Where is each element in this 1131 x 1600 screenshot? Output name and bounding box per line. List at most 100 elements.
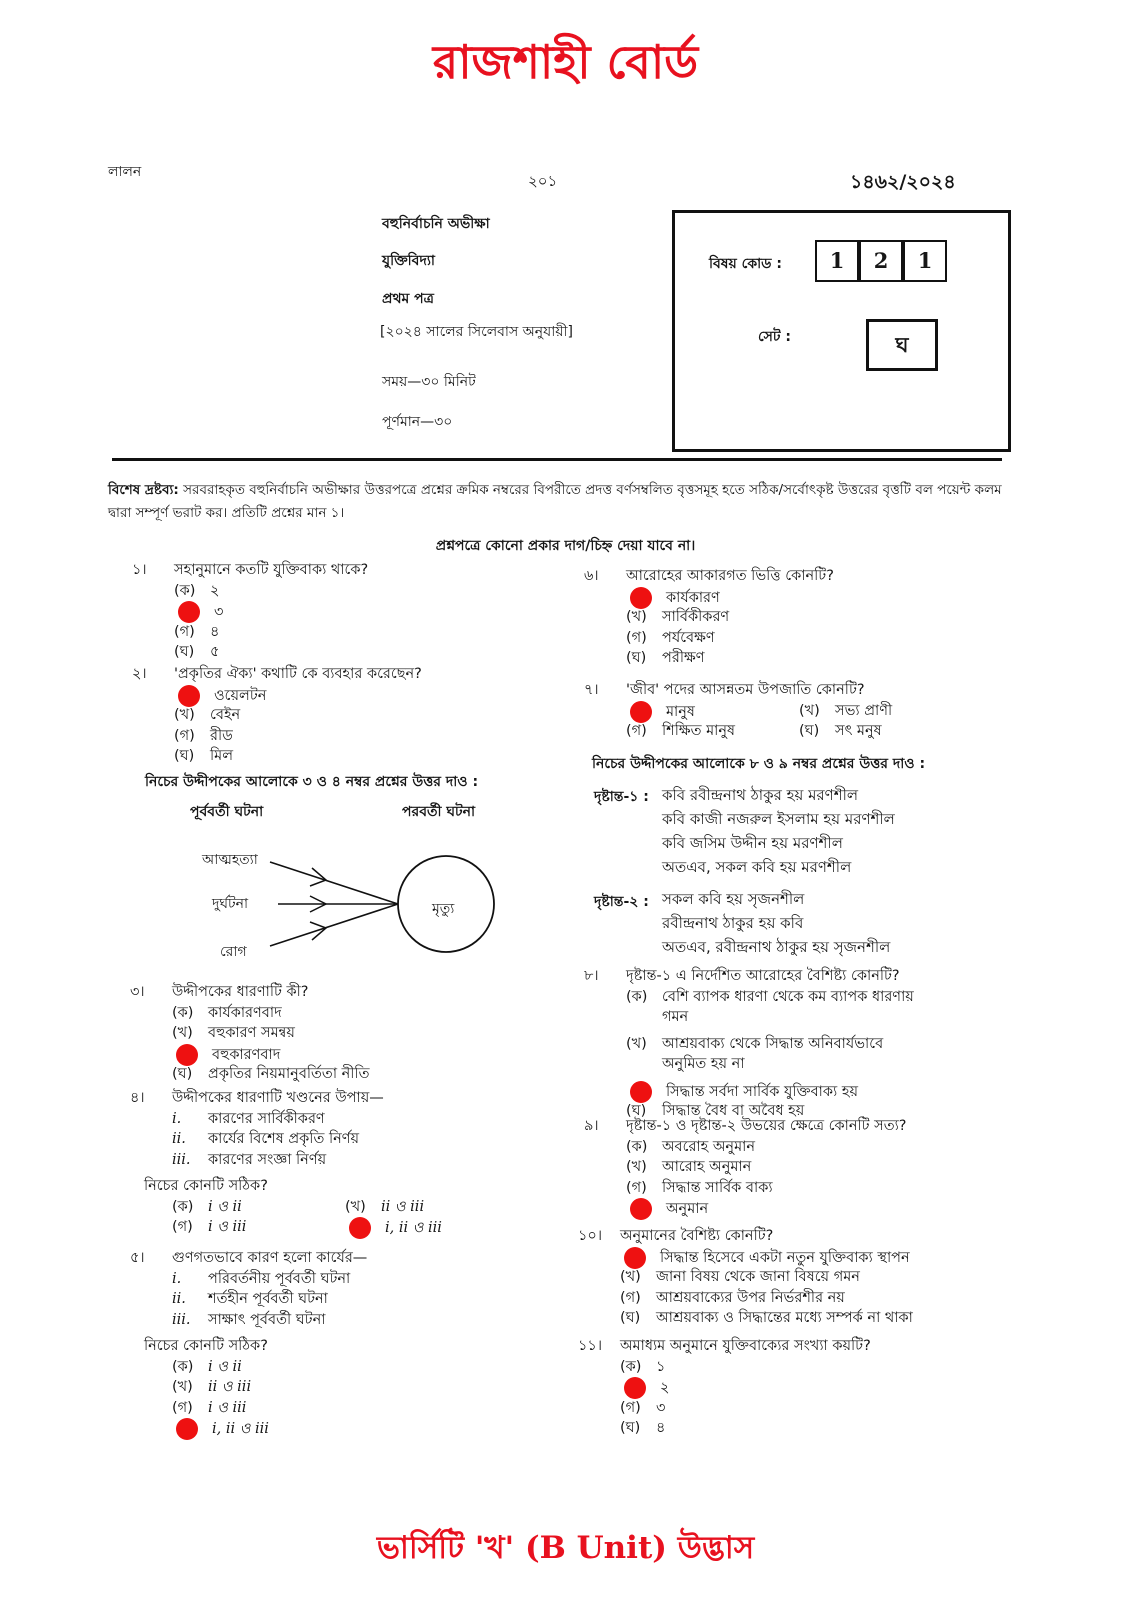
option-row: (ক)বেশি ব্যাপক ধারণা থেকে কম ব্যাপক ধারণ… — [584, 987, 914, 1008]
option-text: ২ — [660, 1380, 670, 1396]
answer-dot — [630, 1198, 652, 1220]
answer-dot — [176, 1043, 198, 1066]
option-text: (গ) — [620, 1399, 641, 1416]
option-row: ১।সহানুমানে কতটি যুক্তিবাক্য থাকে? — [132, 560, 368, 581]
subject-code-digit: 2 — [859, 240, 903, 282]
option-text: (ঘ) — [620, 1420, 641, 1436]
option-row: (গ) ৪ — [132, 622, 368, 643]
selected-option: ২ — [578, 1377, 871, 1399]
option-text: পরীক্ষণ — [662, 650, 705, 666]
option-text: (খ) — [174, 707, 195, 723]
option-text: (ক) — [172, 1198, 194, 1215]
subject-code-label: বিষয় কোড : — [709, 256, 782, 272]
option-text: সার্বিকীকরণ — [662, 609, 730, 625]
option-text: (গ) — [172, 1219, 193, 1235]
option-text: (গ) — [174, 727, 195, 744]
question-number: ৬। — [584, 568, 599, 584]
selected-option: i, ii ও iii — [130, 1418, 367, 1440]
option-text: (ঘ) — [620, 1310, 641, 1326]
option-row: (গ)আশ্রয়বাক্যের উপর নির্ভরশীর নয় — [578, 1288, 913, 1309]
question-number: ৩। — [130, 984, 145, 1000]
option-text: অনুমান — [666, 1201, 709, 1217]
option-row: ১১।অমাধ্যম অনুমানে যুক্তিবাক্যের সংখ্যা … — [578, 1336, 871, 1357]
effect-death: মৃত্যু — [432, 901, 455, 917]
question-7: ৭।'জীব' পদের আসন্নতম উপজাতি কোনটি? মানুষ… — [584, 680, 892, 742]
option-text: প্রকৃতির নিয়মানুবর্তিতা নীতি — [208, 1066, 370, 1082]
cause-accident: দুর্ঘটনা — [212, 896, 249, 912]
exam-type: বহুনির্বাচনি অভীক্ষা — [382, 216, 490, 232]
question-text: উদ্দীপকের ধারণাটি খণ্ডনের উপায়— — [172, 1090, 384, 1106]
option-row: (ঘ)মিল — [132, 746, 422, 767]
cause-disease: রোগ — [220, 944, 247, 960]
option-text: ৪ — [210, 623, 220, 640]
board-title: রাজশাহী বোর্ড — [432, 35, 699, 89]
which-is-correct: নিচের কোনটি সঠিক? — [144, 1178, 268, 1194]
option-text: (ক) — [626, 1138, 648, 1155]
option-row: (ক)i ও ii (খ)ii ও iii — [130, 1197, 424, 1218]
option-text: সভ্য প্রাণী — [835, 702, 893, 719]
set-value: ঘ — [866, 319, 938, 371]
option-row: ৬।আরোহের আকারগত ভিত্তি কোনটি? — [584, 566, 834, 587]
option-text: ৩ — [656, 1399, 666, 1416]
option-row: (গ) ৩ — [578, 1398, 871, 1419]
option-text: মানুষ — [666, 703, 695, 720]
option-text: (ঘ) — [799, 723, 820, 739]
option-text: (খ) — [626, 1035, 647, 1052]
left-mark: লালন — [108, 164, 142, 180]
option-text: (ঘ) — [626, 1103, 647, 1119]
special-text: সরবরাহকৃত বহুনির্বাচনি অভীক্ষার উত্তরপত্… — [108, 482, 1002, 521]
example-1-line: কবি কাজী নজরুল ইসলাম হয় মরণশীল — [662, 810, 895, 828]
question-number: ১১। — [578, 1338, 603, 1354]
option-text: অবরোহ অনুমান — [662, 1138, 755, 1155]
option-row: (ঘ)৫ — [132, 642, 368, 663]
option-text: (খ) — [620, 1269, 641, 1285]
selected-option: অনুমান — [584, 1198, 907, 1220]
option-text: আশ্রয়বাক্য থেকে সিদ্ধান্ত অনিবার্যভাবে — [662, 1035, 884, 1052]
option-text: ১ — [656, 1358, 666, 1375]
stimulus-89-intro: নিচের উদ্দীপকের আলোকে ৮ ও ৯ নম্বর প্রশ্ন… — [592, 756, 926, 772]
option-text: iii. — [172, 1151, 191, 1168]
which-is-correct: নিচের কোনটি সঠিক? — [144, 1338, 268, 1354]
option-text: (ঘ) — [174, 748, 195, 764]
option-row: (ঘ)আশ্রয়বাক্য ও সিদ্ধান্তের মধ্যে সম্পর… — [578, 1308, 913, 1329]
example-1-line: কবি জসিম উদ্দীন হয় মরণশীল — [662, 834, 843, 852]
stimulus-34-intro: নিচের উদ্দীপকের আলোকে ৩ ও ৪ নম্বর প্রশ্ন… — [145, 774, 479, 790]
question-number: ৮। — [584, 968, 599, 984]
option-text: (ক) — [172, 1358, 194, 1375]
option-row: (গ)i ও iii — [130, 1398, 367, 1419]
arrow-head — [309, 895, 328, 913]
option-row: i.কারণের সার্বিকীকরণ — [130, 1109, 384, 1130]
selected-option: বহুকারণবাদ — [130, 1043, 369, 1066]
example-2-line: সকল কবি হয় সৃজনশীল — [662, 890, 805, 908]
option-text: (ক) — [626, 988, 648, 1005]
option-text: i ও ii — [208, 1358, 242, 1375]
answer-dot — [178, 601, 200, 623]
option-text: (গ) — [626, 723, 647, 739]
option-text: বহুকারণ সমন্বয় — [208, 1025, 295, 1041]
option-row: ২।'প্রকৃতির ঐক্য' কথাটি কে ব্যবহার করেছে… — [132, 664, 422, 685]
question-9: ৯।দৃষ্টান্ত-১ ও দৃষ্টান্ত-২ উভয়ের ক্ষেত… — [584, 1116, 907, 1220]
question-1: ১।সহানুমানে কতটি যুক্তিবাক্য থাকে? (ক)২ … — [132, 560, 368, 663]
selected-option: কার্যকারণ — [584, 586, 834, 609]
option-row: ৮।দৃষ্টান্ত-১ এ নির্দেশিত আরোহের বৈশিষ্ট… — [584, 966, 914, 987]
option-text: i. — [172, 1110, 182, 1127]
option-text: ওয়েলটন — [214, 687, 267, 704]
option-row: i.পরিবর্তনীয় পূর্ববর্তী ঘটনা — [130, 1269, 367, 1290]
selected-option: সিদ্ধান্ত হিসেবে একটা নতুন যুক্তিবাক্য স… — [578, 1246, 913, 1269]
option-text: (ক) — [174, 582, 196, 599]
option-text: (গ) — [174, 623, 195, 640]
option-text: i ও ii — [208, 1198, 242, 1215]
arrow-head — [309, 867, 328, 887]
option-row: (গ) শিক্ষিত মানুষ (ঘ) সৎ মনুষ — [584, 721, 882, 742]
option-text: সৎ মনুষ — [835, 723, 882, 739]
option-text: জানা বিষয় থেকে জানা বিষয়ে গমন — [656, 1269, 860, 1285]
question-11: ১১।অমাধ্যম অনুমানে যুক্তিবাক্যের সংখ্যা … — [578, 1336, 871, 1439]
causes-diagram — [269, 855, 495, 953]
option-text: সিদ্ধান্ত হিসেবে একটা নতুন যুক্তিবাক্য স… — [660, 1249, 910, 1266]
example-1-line: কবি রবীন্দ্রনাথ ঠাকুর হয় মরণশীল — [662, 786, 859, 804]
option-text: শিক্ষিত মানুষ — [662, 723, 736, 739]
option-text: i, ii ও iii — [385, 1220, 442, 1236]
answer-dot — [624, 1246, 646, 1269]
question-text: 'প্রকৃতির ঐক্য' কথাটি কে ব্যবহার করেছেন? — [174, 666, 422, 682]
option-text: (খ) — [626, 1159, 647, 1175]
